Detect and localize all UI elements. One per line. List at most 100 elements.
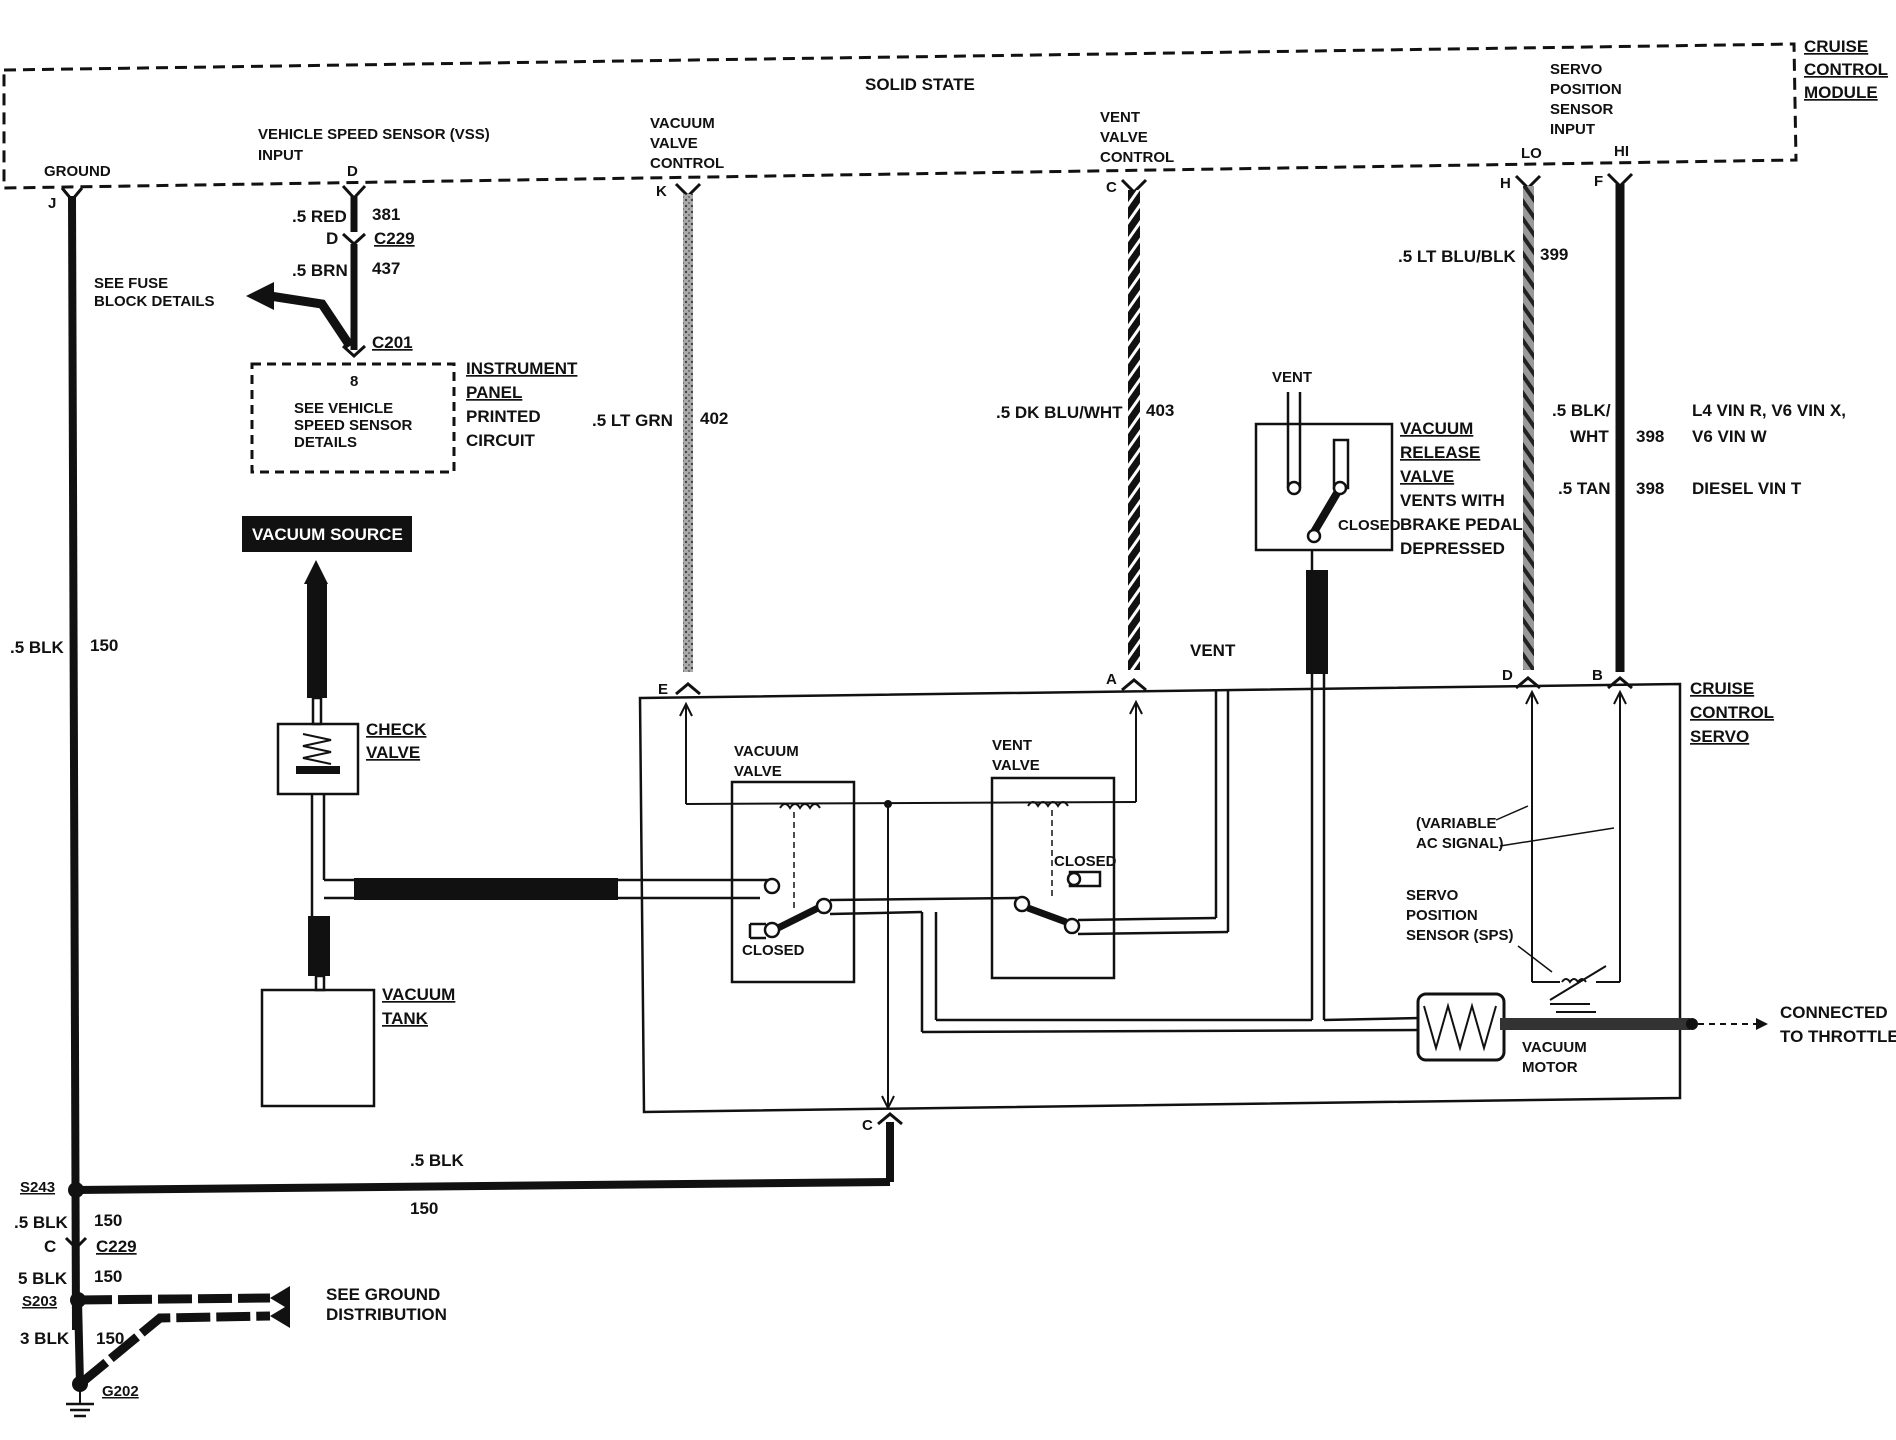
c201-label: C201 <box>372 333 413 352</box>
fuse-block-label-1: SEE FUSE <box>94 275 168 292</box>
ipc-label-2: PANEL <box>466 383 522 402</box>
arrow-left-icon <box>270 1304 290 1328</box>
release-valve-label-2: RELEASE <box>1400 443 1480 462</box>
grn-wire-number: 402 <box>700 409 728 428</box>
c229-label: C229 <box>374 229 415 248</box>
gd-c229-pin: C <box>44 1237 56 1256</box>
cruise-control-servo: CRUISE CONTROL SERVO VACUUM VALVE CLOSED <box>638 641 1896 1134</box>
hi-label: HI <box>1614 143 1629 160</box>
vss-details-box <box>250 362 456 474</box>
dkblu-wire-number: 403 <box>1146 401 1174 420</box>
arrow-left-icon <box>246 282 274 310</box>
throttle-label-2: TO THROTTLE <box>1780 1027 1896 1046</box>
s243-label: S243 <box>20 1179 55 1196</box>
spring-icon <box>302 733 332 765</box>
vss-input-label-1: VEHICLE SPEED SENSOR (VSS) <box>258 126 490 143</box>
module-title-1: CRUISE <box>1804 37 1868 56</box>
check-valve-label-1: CHECK <box>366 720 427 739</box>
vacuum-source-box <box>242 516 412 552</box>
connector-c-servo-icon <box>877 1112 903 1126</box>
fuse-block-label-2: BLOCK DETAILS <box>94 293 215 310</box>
gd-wire3-color: 3 BLK <box>20 1329 70 1348</box>
arrow-up-icon <box>304 560 328 584</box>
vacuum-valve-closed: CLOSED <box>742 942 805 959</box>
ltblu-wire-color: .5 LT BLU/BLK <box>1398 247 1516 266</box>
brn-wire-number: 437 <box>372 259 400 278</box>
release-valve-label-6: DEPRESSED <box>1400 539 1505 558</box>
release-valve-label-3: VALVE <box>1400 467 1454 486</box>
tan-wire-number: 398 <box>1636 479 1664 498</box>
vent-valve-closed: CLOSED <box>1054 853 1117 870</box>
blk-wire-color-2: WHT <box>1570 427 1609 446</box>
tan-wire-color: .5 TAN <box>1558 479 1611 498</box>
release-valve-label-5: BRAKE PEDAL <box>1400 515 1523 534</box>
vacuum-release-valve: VENT CLOSED VACUUM RELEASE VALVE VENTS W… <box>1254 369 1523 1020</box>
vent-valve-label-2: VALVE <box>992 757 1040 774</box>
splice-s243-icon <box>68 1182 84 1198</box>
vacuum-control-label-3: CONTROL <box>650 155 724 172</box>
gd-c229-label: C229 <box>96 1237 137 1256</box>
brn-wire-color: .5 BRN <box>292 261 348 280</box>
pin-e: E <box>658 681 668 698</box>
diesel-vin-note: DIESEL VIN T <box>1692 479 1802 498</box>
bottom-ground-wire: .5 BLK 150 <box>75 1122 894 1218</box>
red-wire-number: 381 <box>372 205 400 224</box>
servo-vent-label: VENT <box>1190 641 1236 660</box>
lt-blu-blk-wire-399: H .5 LT BLU/BLK 399 D <box>1398 174 1568 690</box>
release-valve-label-4: VENTS WITH <box>1400 491 1505 510</box>
check-valve-label-2: VALVE <box>366 743 420 762</box>
throttle-label-1: CONNECTED <box>1780 1003 1888 1022</box>
pin-a: A <box>1106 671 1117 688</box>
vss-input-label-2: INPUT <box>258 147 303 164</box>
connector-e-icon <box>675 682 701 696</box>
connector-d-servo-icon <box>1515 676 1541 690</box>
check-valve-body <box>276 722 360 796</box>
connector-c201-icon <box>341 344 367 359</box>
vacuum-valve-label-2: VALVE <box>734 763 782 780</box>
release-valve-label-1: VACUUM <box>1400 419 1473 438</box>
sps-label-1: SERVO <box>1406 887 1459 904</box>
vacuum-valve-label-1: VACUUM <box>734 743 799 760</box>
dkblu-wire-color: .5 DK BLU/WHT <box>996 403 1123 422</box>
variable-signal-label-2: AC SIGNAL) <box>1416 835 1504 852</box>
c201-pin: 8 <box>350 373 358 390</box>
ground-input-label: GROUND <box>44 163 111 180</box>
ipc-label-4: CIRCUIT <box>466 431 536 450</box>
solid-state-label: SOLID STATE <box>865 75 975 94</box>
red-wire-color: .5 RED <box>292 207 347 226</box>
servo-housing <box>638 682 1682 1114</box>
ground-wire-color: .5 BLK <box>10 638 65 657</box>
vacuum-tank <box>260 988 376 1108</box>
blk-wht-wire-398: F .5 BLK/ WHT 398 .5 TAN 398 L4 VIN R, V… <box>1552 172 1846 690</box>
vacuum-tank-label-1: VACUUM <box>382 985 455 1004</box>
arrow-right-icon <box>1756 1018 1768 1030</box>
connector-c229-icon <box>341 232 367 247</box>
pin-c-servo: C <box>862 1117 873 1134</box>
vacuum-tank-label-2: TANK <box>382 1009 429 1028</box>
sps-input-label-4: INPUT <box>1550 121 1595 138</box>
see-ground-label-1: SEE GROUND <box>326 1285 440 1304</box>
pin-d-servo: D <box>1502 667 1513 684</box>
grn-wire-color: .5 LT GRN <box>592 411 673 430</box>
bottom-wire-number: 150 <box>410 1199 438 1218</box>
gd-wire1-color: .5 BLK <box>14 1213 69 1232</box>
pin-j: J <box>48 195 56 212</box>
module-title-2: CONTROL <box>1804 60 1888 79</box>
ltblu-wire-number: 399 <box>1540 245 1568 264</box>
servo-title-3: SERVO <box>1690 727 1749 746</box>
sensor-coil-icon <box>1561 978 1587 984</box>
coil-icon <box>779 803 821 810</box>
servo-title-1: CRUISE <box>1690 679 1754 698</box>
vent-control-label-1: VENT <box>1100 109 1140 126</box>
vacuum-source-label: VACUUM SOURCE <box>252 525 403 544</box>
ipc-label-3: PRINTED <box>466 407 541 426</box>
pin-b: B <box>1592 667 1603 684</box>
vss-details-2: SPEED SENSOR <box>294 417 413 434</box>
vacuum-motor-label-1: VACUUM <box>1522 1039 1587 1056</box>
release-vent-label: VENT <box>1272 369 1312 386</box>
ground-distribution: S243 .5 BLK 150 C C229 5 BLK 150 S203 SE… <box>14 1179 447 1418</box>
vent-control-label-2: VALVE <box>1100 129 1148 146</box>
lt-grn-wire-402: K .5 LT GRN 402 E <box>592 182 728 698</box>
v6-vin-note: V6 VIN W <box>1692 427 1768 446</box>
